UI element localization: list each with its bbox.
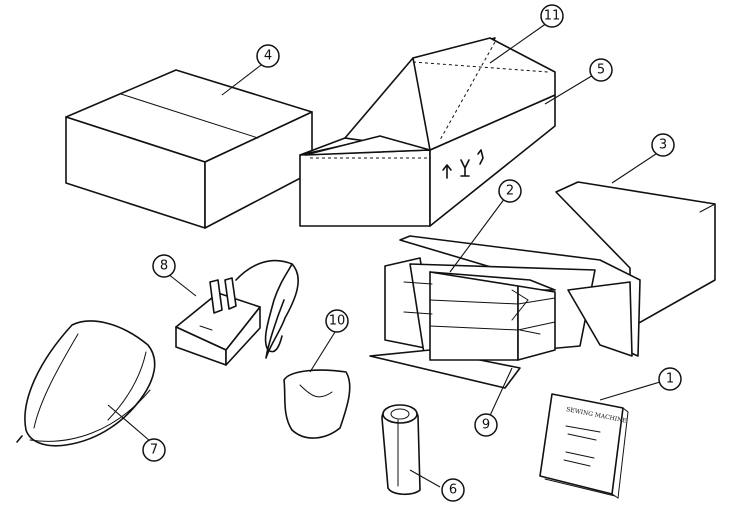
svg-text:4: 4 xyxy=(264,49,272,64)
callout-7: 7 xyxy=(142,438,166,462)
callout-11: 11 xyxy=(540,4,564,28)
shipping-carton xyxy=(299,37,556,227)
callout-4: 4 xyxy=(256,44,280,68)
svg-text:5: 5 xyxy=(597,63,605,78)
rolled-mat xyxy=(381,404,421,496)
callout-1: 1 xyxy=(658,367,682,391)
leader-lines xyxy=(107,22,671,488)
svg-text:1: 1 xyxy=(666,372,674,387)
svg-text:11: 11 xyxy=(544,9,561,24)
instruction-booklet: SEWING MACHINE xyxy=(539,393,629,499)
foot-controller xyxy=(175,259,299,366)
svg-text:9: 9 xyxy=(482,418,490,433)
svg-text:7: 7 xyxy=(150,443,158,458)
callout-6: 6 xyxy=(441,478,465,502)
callout-2: 2 xyxy=(498,179,522,203)
svg-text:3: 3 xyxy=(659,138,667,153)
svg-text:6: 6 xyxy=(449,483,457,498)
accessory-case xyxy=(16,320,156,447)
callout-10: 10 xyxy=(325,309,349,333)
svg-text:10: 10 xyxy=(329,314,346,329)
cloth-bag xyxy=(283,369,351,439)
svg-text:2: 2 xyxy=(506,184,514,199)
carton-closed xyxy=(65,69,313,229)
inner-packing xyxy=(403,271,556,361)
callout-5: 5 xyxy=(589,58,613,82)
callout-8: 8 xyxy=(152,254,176,278)
svg-text:8: 8 xyxy=(160,259,168,274)
handling-symbols xyxy=(442,149,484,179)
callout-9: 9 xyxy=(474,413,498,437)
callout-3: 3 xyxy=(651,133,675,157)
